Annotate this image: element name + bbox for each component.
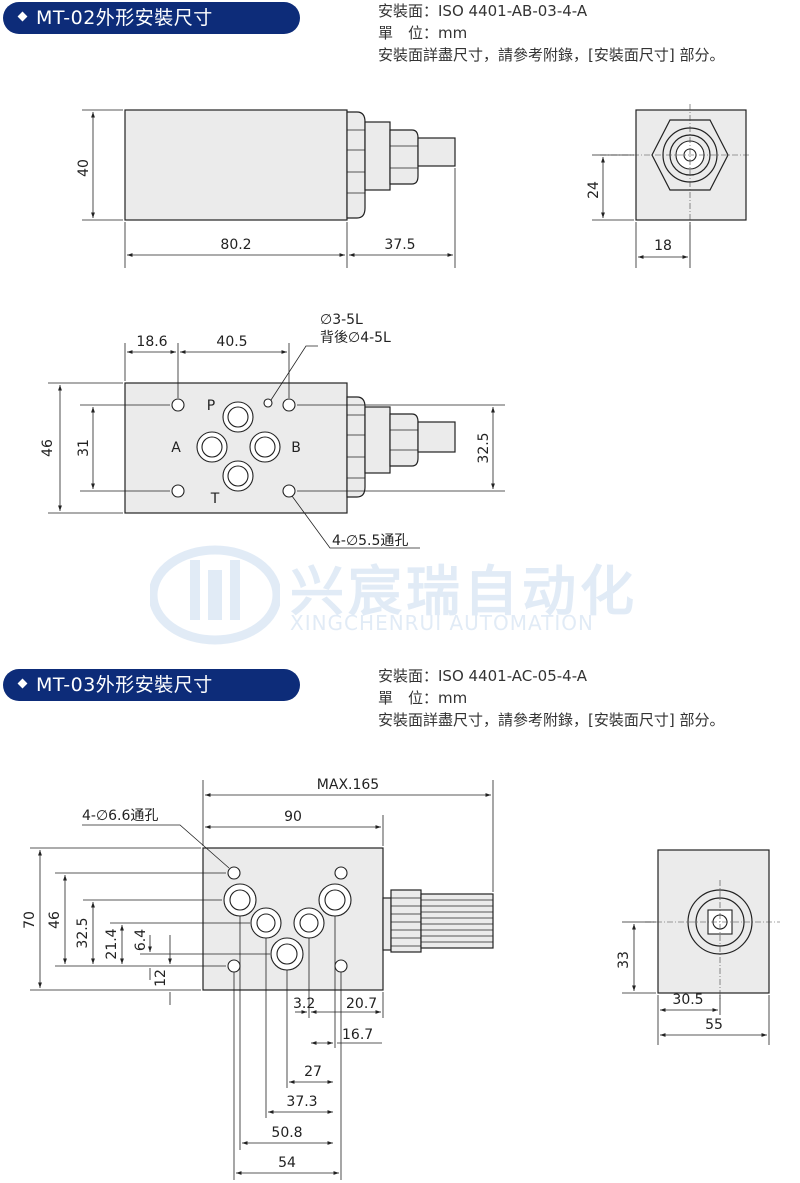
dim-knob-length: 37.5: [384, 237, 415, 253]
mounting-hole: [227, 959, 241, 973]
dim-70: 70: [22, 911, 38, 929]
note-pin-back: 背後∅4-5L: [320, 330, 391, 346]
mt02-plan-view: P A B T 18.6 40.5 ∅3-5L 背後∅4-5L 4-∅5.5通孔…: [40, 312, 505, 549]
dim-6-4: 6.4: [133, 929, 149, 951]
mounting-hole: [282, 484, 296, 498]
dim-max-165: MAX.165: [317, 777, 379, 793]
dim-37-3: 37.3: [286, 1094, 317, 1110]
dim-32-5: 32.5: [476, 432, 492, 463]
port-a: [196, 431, 228, 463]
dim-21-4: 21.4: [104, 928, 120, 959]
note-through-holes: 4-∅6.6通孔: [82, 808, 158, 824]
mounting-surface-text: 安裝面：ISO 4401-AB-03-4-A: [378, 2, 588, 20]
dim-end-height: 24: [586, 181, 602, 199]
dim-40-5: 40.5: [216, 334, 247, 350]
section-title-mt03: MT-03外形安裝尺寸: [3, 669, 300, 701]
mt03-plan-view: MAX.165 90 4-∅6.6通孔 70 46 32.5 21.4 6.4 …: [22, 777, 494, 1180]
label-t: T: [210, 491, 220, 507]
dim-46: 46: [47, 911, 63, 929]
stem: [364, 121, 391, 191]
leader-pin: [270, 345, 318, 401]
knurled-knob: [390, 889, 422, 953]
mounting-hole: [334, 866, 348, 880]
port-p: [222, 401, 254, 433]
dim-3-2: 3.2: [293, 996, 315, 1012]
dim-32-5: 32.5: [75, 917, 91, 948]
section-title-mt02: MT-02外形安裝尺寸: [3, 2, 300, 34]
leader-holes: [291, 495, 420, 549]
mt02-end-view: 24 18: [586, 104, 750, 268]
valve-body: [124, 109, 348, 221]
mounting-hole: [227, 866, 241, 880]
dim-27: 27: [304, 1064, 322, 1080]
mounting-hole: [171, 398, 185, 412]
unit-text: 單 位：mm: [378, 24, 468, 42]
port-b: [249, 431, 281, 463]
dim-33: 33: [616, 951, 632, 969]
dim-height: 40: [76, 159, 92, 177]
note-pin-front: ∅3-5L: [320, 312, 363, 328]
dim-end-width: 18: [654, 238, 672, 254]
dim-20-7: 20.7: [346, 996, 377, 1012]
pin-hole: [263, 398, 273, 408]
dim-55: 55: [705, 1017, 723, 1033]
dim-31: 31: [76, 439, 92, 457]
mounting-hole: [171, 484, 185, 498]
dim-18-6: 18.6: [136, 334, 167, 350]
mt02-side-view: 40 80.2 37.5: [76, 109, 456, 268]
note-through-holes: 4-∅5.5通孔: [332, 533, 408, 549]
mt03-info: 安裝面：ISO 4401-AC-05-4-A 單 位：mm 安裝面詳盡尺寸，請參…: [378, 665, 724, 731]
hex-nut: [346, 111, 366, 219]
lock-nut: [389, 413, 419, 467]
dim-50-8: 50.8: [271, 1125, 302, 1141]
port-t: [222, 460, 254, 492]
reference-text: 安裝面詳盡尺寸，請參考附錄，[安裝面尺寸] 部分。: [378, 711, 725, 729]
mt03-end-view: 33 30.5 55: [616, 849, 780, 1045]
dim-90: 90: [284, 809, 302, 825]
reference-text: 安裝面詳盡尺寸，請參考附錄，[安裝面尺寸] 部分。: [378, 46, 725, 64]
mounting-hole: [282, 398, 296, 412]
dim-body-length: 80.2: [220, 237, 251, 253]
adjust-screw: [417, 137, 456, 167]
dim-54: 54: [278, 1155, 296, 1171]
hex-nut: [346, 396, 366, 498]
mt02-info: 安裝面：ISO 4401-AB-03-4-A 單 位：mm 安裝面詳盡尺寸，請參…: [378, 0, 724, 66]
leader-holes: [82, 824, 230, 869]
label-p: P: [207, 398, 215, 414]
dim-30-5: 30.5: [672, 992, 703, 1008]
unit-text: 單 位：mm: [378, 689, 468, 707]
dim-16-7: 16.7: [342, 1027, 373, 1043]
dim-12: 12: [153, 969, 169, 987]
mounting-hole: [334, 959, 348, 973]
knurled-cap: [420, 893, 494, 949]
lock-nut: [389, 129, 419, 185]
label-b: B: [291, 440, 301, 456]
dim-46: 46: [40, 439, 56, 457]
mounting-surface-text: 安裝面：ISO 4401-AC-05-4-A: [378, 667, 588, 685]
label-a: A: [171, 440, 181, 456]
